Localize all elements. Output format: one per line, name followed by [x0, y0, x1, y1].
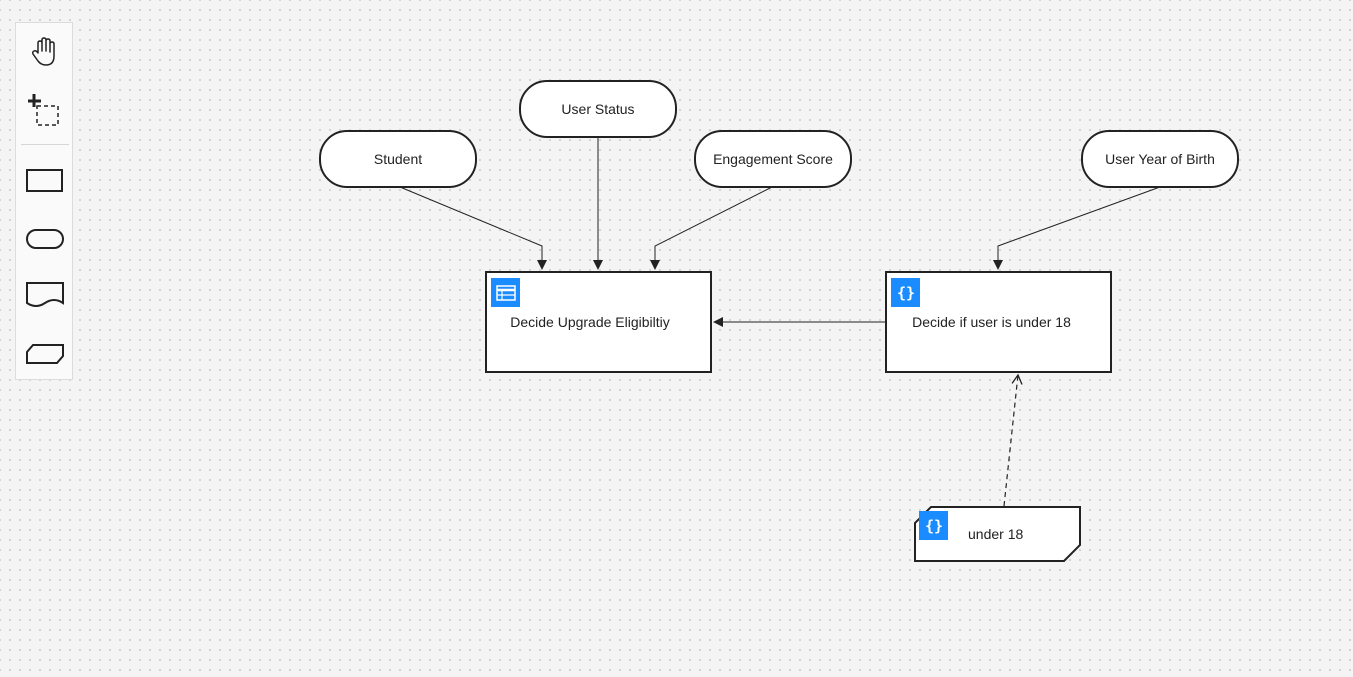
bkm-shape-under-18[interactable]: [914, 506, 1081, 562]
svg-text:{}: {}: [924, 517, 942, 535]
tool-palette: [15, 22, 73, 380]
knowledge-source-tool[interactable]: [20, 272, 70, 318]
node-label: Student: [373, 151, 423, 167]
literal-expression-badge: {}: [919, 511, 948, 540]
edge-student-to-decide-upgrade[interactable]: [399, 186, 547, 270]
rectangle-icon: [26, 169, 63, 192]
palette-separator: [21, 144, 69, 145]
bkm-label-under-18: under 18: [968, 526, 1024, 542]
edge-year-of-birth-to-decide-under-18[interactable]: [993, 186, 1161, 270]
lasso-tool[interactable]: [20, 87, 70, 133]
hand-tool[interactable]: [20, 29, 70, 75]
hand-icon: [31, 37, 55, 66]
node-label: Decide Upgrade Eligibiltiy: [510, 314, 670, 330]
input-data-engagement-score[interactable]: Engagement Score: [694, 130, 852, 188]
business-knowledge-tool[interactable]: [20, 331, 70, 377]
svg-text:{}: {}: [896, 284, 914, 302]
decision-decide-if-user-under-18[interactable]: {} Decide if user is under 18: [885, 271, 1112, 373]
literal-expression-icon: {}: [896, 284, 914, 302]
decision-decide-upgrade-eligibility[interactable]: Decide Upgrade Eligibiltiy: [485, 271, 712, 373]
input-data-user-status[interactable]: User Status: [519, 80, 677, 138]
literal-expression-badge: {}: [891, 278, 920, 307]
lasso-icon: [28, 94, 59, 126]
edge-engagement-score-to-decide-upgrade[interactable]: [650, 186, 773, 270]
input-data-tool[interactable]: [20, 216, 70, 262]
input-data-student[interactable]: Student: [319, 130, 477, 188]
node-label: Engagement Score: [713, 151, 833, 167]
decision-table-badge: [491, 278, 520, 307]
rounded-rectangle-icon: [26, 229, 64, 249]
node-label: Decide if user is under 18: [912, 314, 1071, 330]
decision-tool[interactable]: [20, 158, 70, 204]
document-icon: [26, 282, 64, 307]
input-data-user-year-of-birth[interactable]: User Year of Birth: [1081, 130, 1239, 188]
cut-corner-icon: [26, 344, 64, 364]
edge-under-18-knowledge-requirement[interactable]: [1003, 373, 1023, 507]
decision-table-icon: [495, 284, 516, 301]
literal-expression-icon: {}: [924, 517, 942, 535]
node-label: User Status: [561, 101, 635, 117]
node-label: User Year of Birth: [1105, 151, 1215, 167]
